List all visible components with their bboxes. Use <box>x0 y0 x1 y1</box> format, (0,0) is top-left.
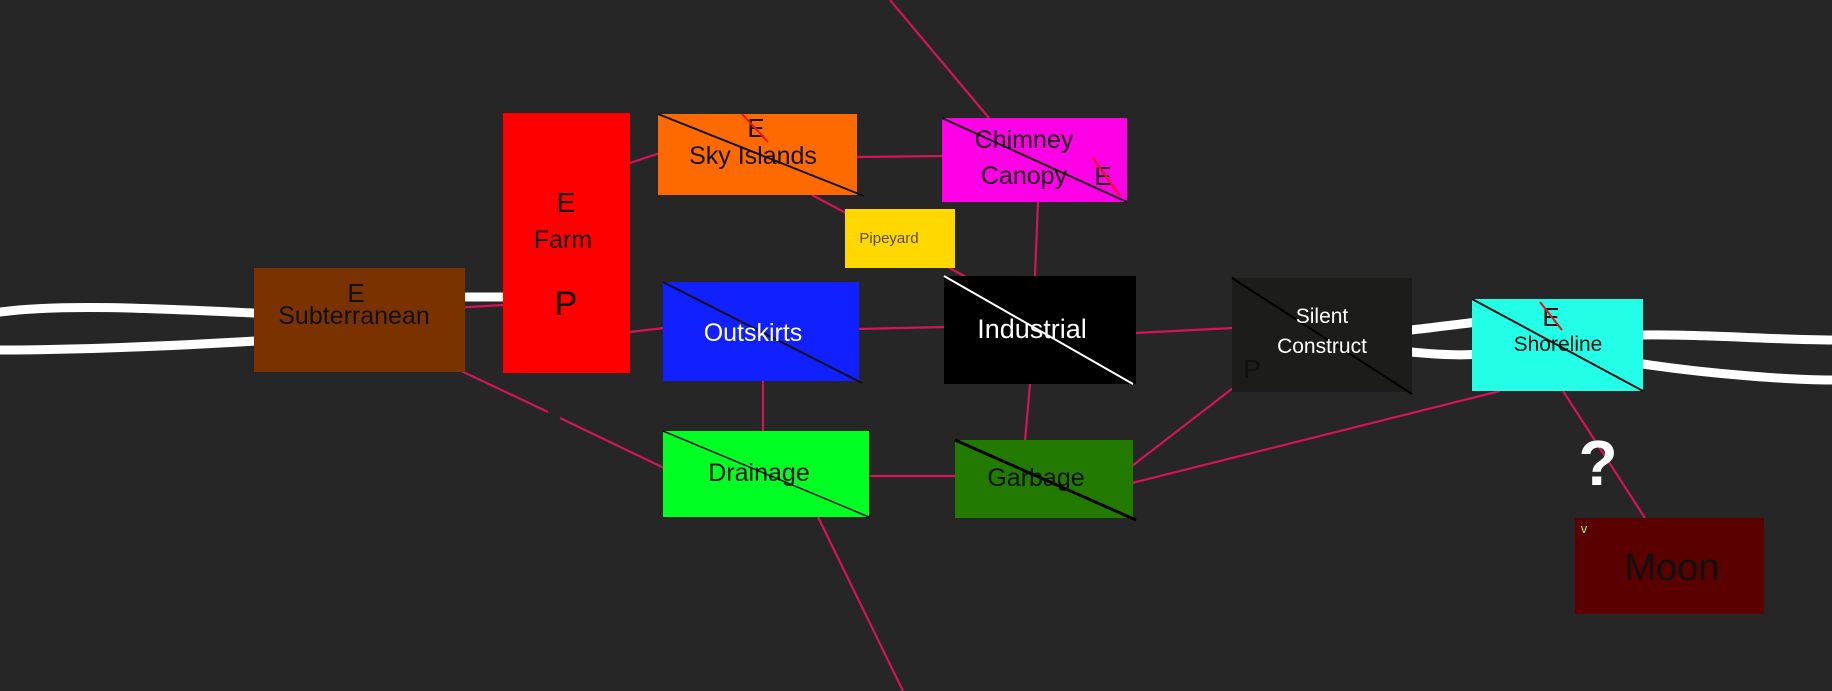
shoreline-label: Shoreline <box>1514 333 1603 356</box>
silent-construct-label-line1: Silent <box>1296 305 1349 328</box>
edge-industrial-garbage <box>1023 383 1032 442</box>
edge-chimney-industrial <box>1033 201 1040 277</box>
subterranean-tag: E <box>347 278 364 308</box>
exit-stroke-right-bottom <box>1638 359 1832 385</box>
garbage-label: Garbage <box>987 464 1084 492</box>
chimney-canopy-label-line1: Chimney <box>975 126 1074 154</box>
sky-islands-tag-cross <box>741 113 769 143</box>
exit-stroke-left-bottom <box>0 336 261 355</box>
edge-drainage-bottom <box>817 516 904 691</box>
exit-stroke-silent-top <box>1406 317 1483 335</box>
moon-box <box>1575 518 1764 614</box>
garbage-strike <box>954 438 1137 522</box>
edge-garbage-shoreline <box>1131 389 1501 485</box>
farm-box <box>503 113 630 373</box>
exit-stroke-left-top <box>0 302 259 318</box>
edge-outskirts-industrial <box>857 325 946 331</box>
edge-shoreline-moon <box>1562 390 1646 519</box>
connection-lines <box>397 0 1646 691</box>
sky-islands-strike <box>657 113 865 197</box>
shoreline-strike <box>1471 298 1644 392</box>
exit-stroke-right-top <box>1638 330 1832 345</box>
edge-skyislands-chimney <box>856 154 945 159</box>
moon-tag: v <box>1581 521 1588 536</box>
silent-construct-tag: P <box>1243 354 1260 384</box>
node-drainage[interactable]: Drainage <box>662 430 870 518</box>
drainage-strike <box>662 430 870 518</box>
shoreline-tag-cross <box>1539 301 1563 331</box>
edge-farm-skyislands <box>629 151 661 165</box>
chimney-canopy-strike <box>941 117 1128 203</box>
edge-chimney-top <box>889 0 990 119</box>
pipeyard-label: Pipeyard <box>859 230 918 247</box>
farm-tag-bottom: P <box>555 285 578 323</box>
subterranean-box <box>254 268 465 372</box>
industrial-label: Industrial <box>977 314 1087 344</box>
edge-garbage-silent <box>1131 387 1234 467</box>
outskirts-strike <box>662 281 863 384</box>
exit-stroke-silent-bottom <box>1406 347 1483 360</box>
edge-farm-outskirts <box>629 326 665 334</box>
pipeyard-box <box>845 209 955 268</box>
outskirts-label: Outskirts <box>704 319 803 347</box>
chimney-canopy-label-line2: Canopy <box>981 162 1068 190</box>
subterranean-label: Subterranean <box>278 302 430 330</box>
node-moon[interactable]: v Moon <box>1575 518 1764 614</box>
silent-construct-strike <box>1231 277 1413 395</box>
moon-label: Moon <box>1624 547 1719 589</box>
node-silent-construct[interactable]: Silent Construct P <box>1231 277 1413 395</box>
farm-label: Farm <box>534 226 592 254</box>
farm-tag-top: E <box>557 187 576 218</box>
node-pipeyard[interactable]: Pipeyard <box>845 209 955 268</box>
edge-industrial-silent <box>1135 326 1234 335</box>
edge-subterranean-drainage-2 <box>559 417 665 469</box>
edge-subterranean-drainage <box>454 367 549 413</box>
question-mark: ? <box>1578 427 1617 499</box>
drainage-label: Drainage <box>708 459 809 487</box>
node-sky-islands[interactable]: E Sky Islands <box>657 113 865 197</box>
node-subterranean[interactable]: E Subterranean <box>254 268 465 372</box>
industrial-strike <box>943 275 1134 385</box>
sky-islands-label: Sky Islands <box>689 142 817 170</box>
node-outskirts[interactable]: Outskirts <box>662 281 863 384</box>
node-shoreline[interactable]: E Shoreline <box>1471 298 1644 392</box>
silent-construct-label-line2: Construct <box>1277 335 1367 358</box>
node-chimney-canopy[interactable]: Chimney Canopy E <box>941 117 1128 203</box>
node-farm[interactable]: E Farm P <box>503 113 630 373</box>
node-garbage[interactable]: Garbage <box>954 438 1137 522</box>
chimney-canopy-tag: E <box>1094 161 1111 191</box>
chimney-canopy-tag-cross <box>1092 157 1121 197</box>
node-industrial[interactable]: Industrial <box>943 275 1136 385</box>
